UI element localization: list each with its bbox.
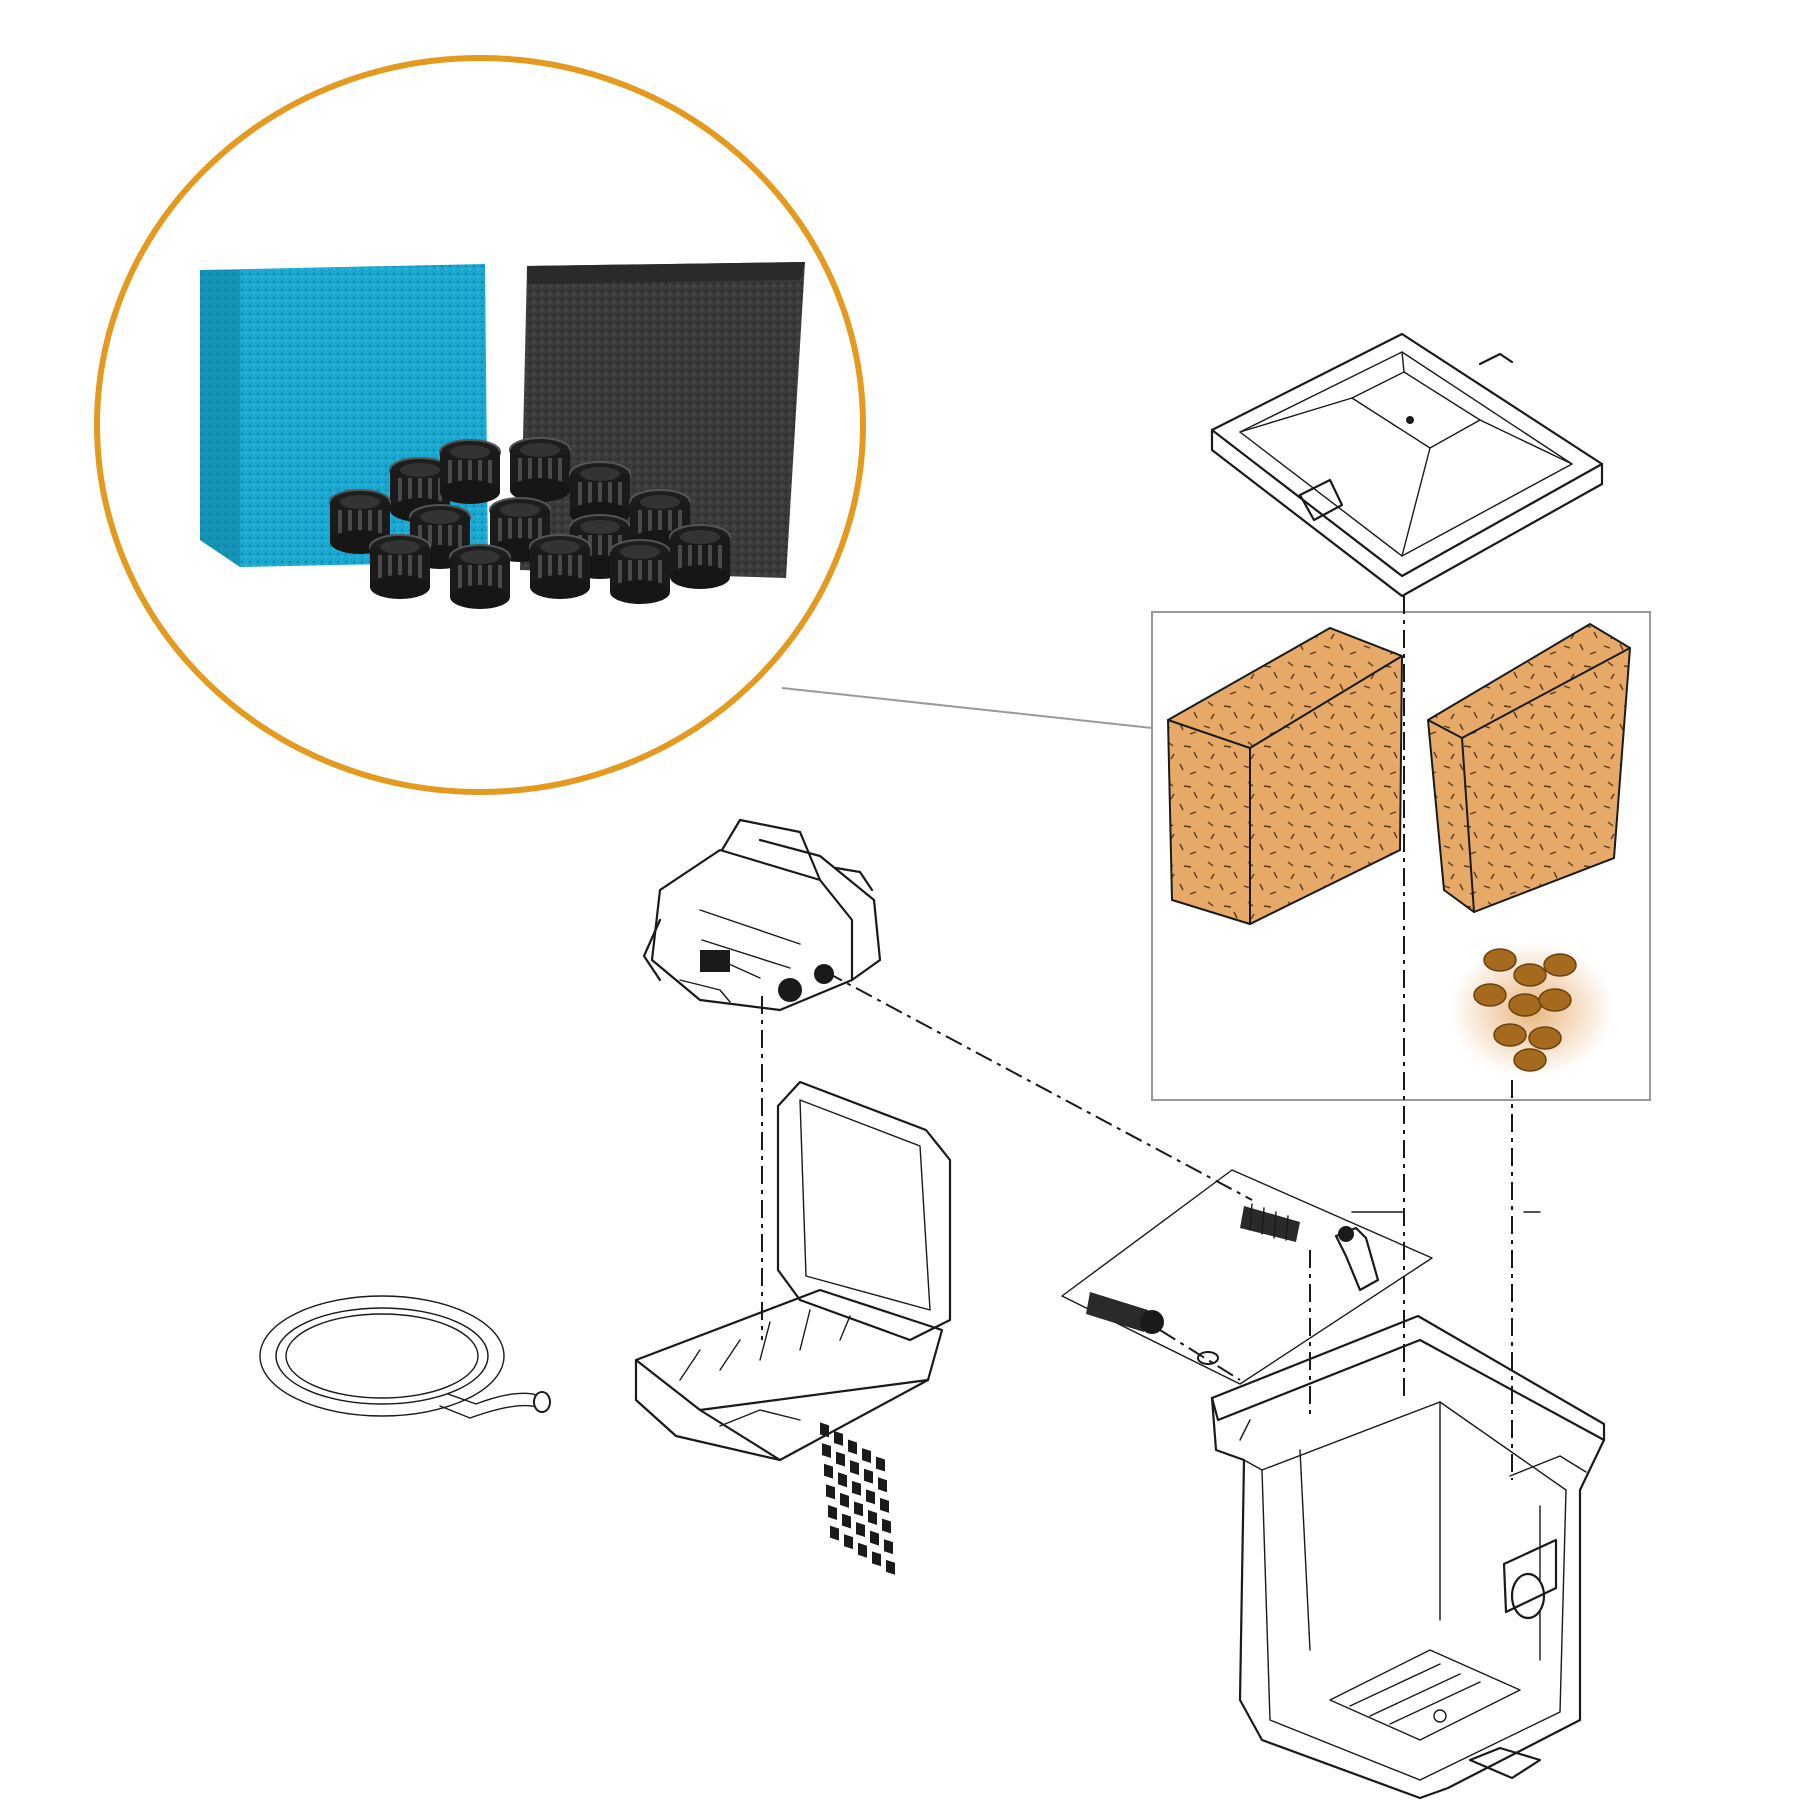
bio-media-piece <box>1513 963 1547 987</box>
bio-media-piece <box>1528 1026 1562 1050</box>
bio-ring <box>369 534 431 599</box>
bio-media-piece <box>1543 953 1577 977</box>
parts-box <box>1151 611 1651 1101</box>
bio-ring <box>509 437 571 502</box>
tan-sponge-right <box>1426 622 1632 914</box>
bio-media-piece <box>1493 1023 1527 1047</box>
bio-media-piece <box>1473 983 1507 1007</box>
inset-leader-line <box>781 687 1153 729</box>
bio-media-piece <box>1483 948 1517 972</box>
pump-unit <box>642 818 882 1012</box>
bio-media-piece <box>1508 993 1542 1017</box>
tan-sponge-left <box>1166 626 1404 926</box>
filter-lid <box>1210 332 1604 598</box>
brown-bio-media <box>1450 942 1614 1078</box>
replacement-parts-group <box>1151 611 1651 1101</box>
open-housing <box>634 1080 952 1575</box>
bio-ring <box>609 539 671 604</box>
filter-tank <box>1210 1314 1606 1800</box>
inset-photo <box>94 55 1153 795</box>
bio-ring <box>439 439 501 504</box>
hose-coil <box>259 1295 551 1419</box>
elbow-connector <box>1334 1226 1380 1292</box>
bio-ring <box>329 489 391 554</box>
bio-rings <box>329 437 731 609</box>
bio-media-piece <box>1513 1048 1547 1072</box>
bio-ring <box>669 524 731 589</box>
assembly-guide-lines <box>761 596 1541 1480</box>
barb-fitting-lower <box>1086 1292 1164 1334</box>
bio-ring <box>529 534 591 599</box>
bio-ring <box>449 544 511 609</box>
hose-fittings <box>1061 1169 1433 1385</box>
bio-media-piece <box>1538 988 1572 1012</box>
barb-fitting-upper <box>1240 1203 1300 1242</box>
